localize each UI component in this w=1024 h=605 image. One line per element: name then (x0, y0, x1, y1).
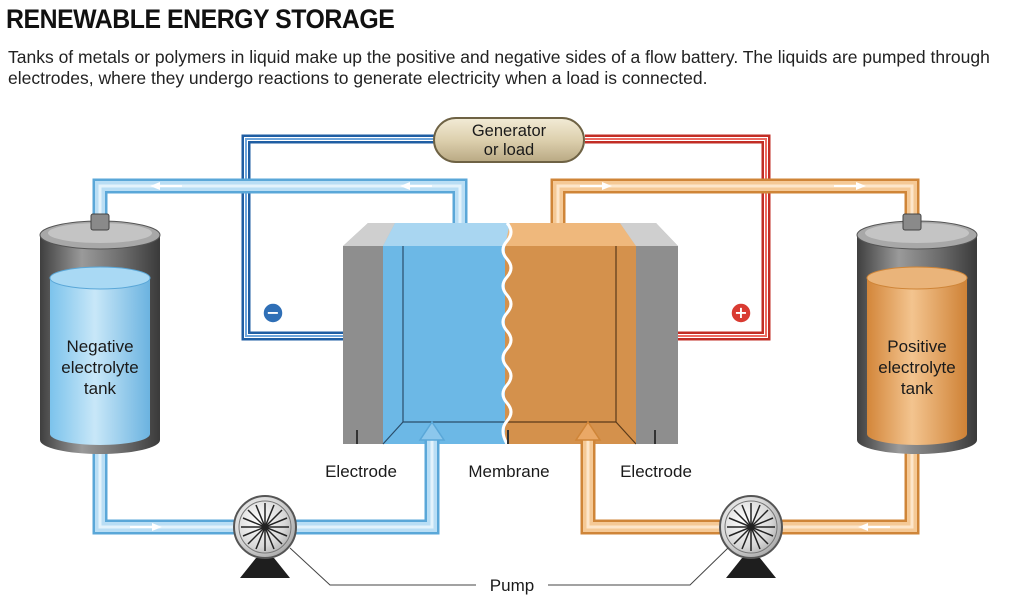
positive-pump (719, 495, 783, 578)
negative-pump (233, 495, 297, 578)
pump-leader-lines (289, 547, 729, 586)
flow-arrow (130, 523, 890, 531)
positive-supply-pipe (574, 420, 920, 535)
flow-arrow (150, 182, 866, 190)
plus-sign: + (734, 303, 747, 322)
pump-label: Pump (490, 576, 534, 595)
negative-half-cell (382, 223, 510, 445)
positive-terminal: + (730, 302, 752, 324)
page-subtitle: Tanks of metals or polymers in liquid ma… (8, 47, 990, 88)
positive-tank-label-line2: electrolyte (878, 358, 955, 377)
negative-tank-label-line1: Negative (66, 337, 133, 356)
generator-label-line1: Generator (472, 122, 547, 140)
left-electrode (343, 223, 395, 444)
negative-tank-label-line3: tank (84, 379, 117, 398)
negative-supply-pipe (92, 420, 446, 535)
battery-cell (343, 222, 678, 445)
generator-label-line2: or load (484, 141, 534, 159)
positive-tank-label-line1: Positive (887, 337, 947, 356)
negative-terminal: − (262, 302, 284, 324)
positive-wire (585, 134, 771, 341)
negative-electrolyte-tank: Negative electrolyte tank (39, 213, 161, 454)
positive-electrolyte-tank: Positive electrolyte tank (856, 213, 978, 454)
negative-tank-label-line2: electrolyte (61, 358, 138, 377)
page-title: RENEWABLE ENERGY STORAGE (6, 4, 395, 34)
electrode-left-label: Electrode (325, 462, 397, 481)
membrane (501, 222, 513, 445)
positive-tank-label-line3: tank (901, 379, 934, 398)
right-electrode (620, 223, 678, 444)
positive-half-cell (505, 223, 637, 445)
membrane-label: Membrane (468, 462, 549, 481)
minus-sign: − (266, 303, 279, 322)
negative-wire (241, 134, 435, 341)
electrode-right-label: Electrode (620, 462, 692, 481)
generator-or-load: Generator or load (433, 117, 585, 163)
